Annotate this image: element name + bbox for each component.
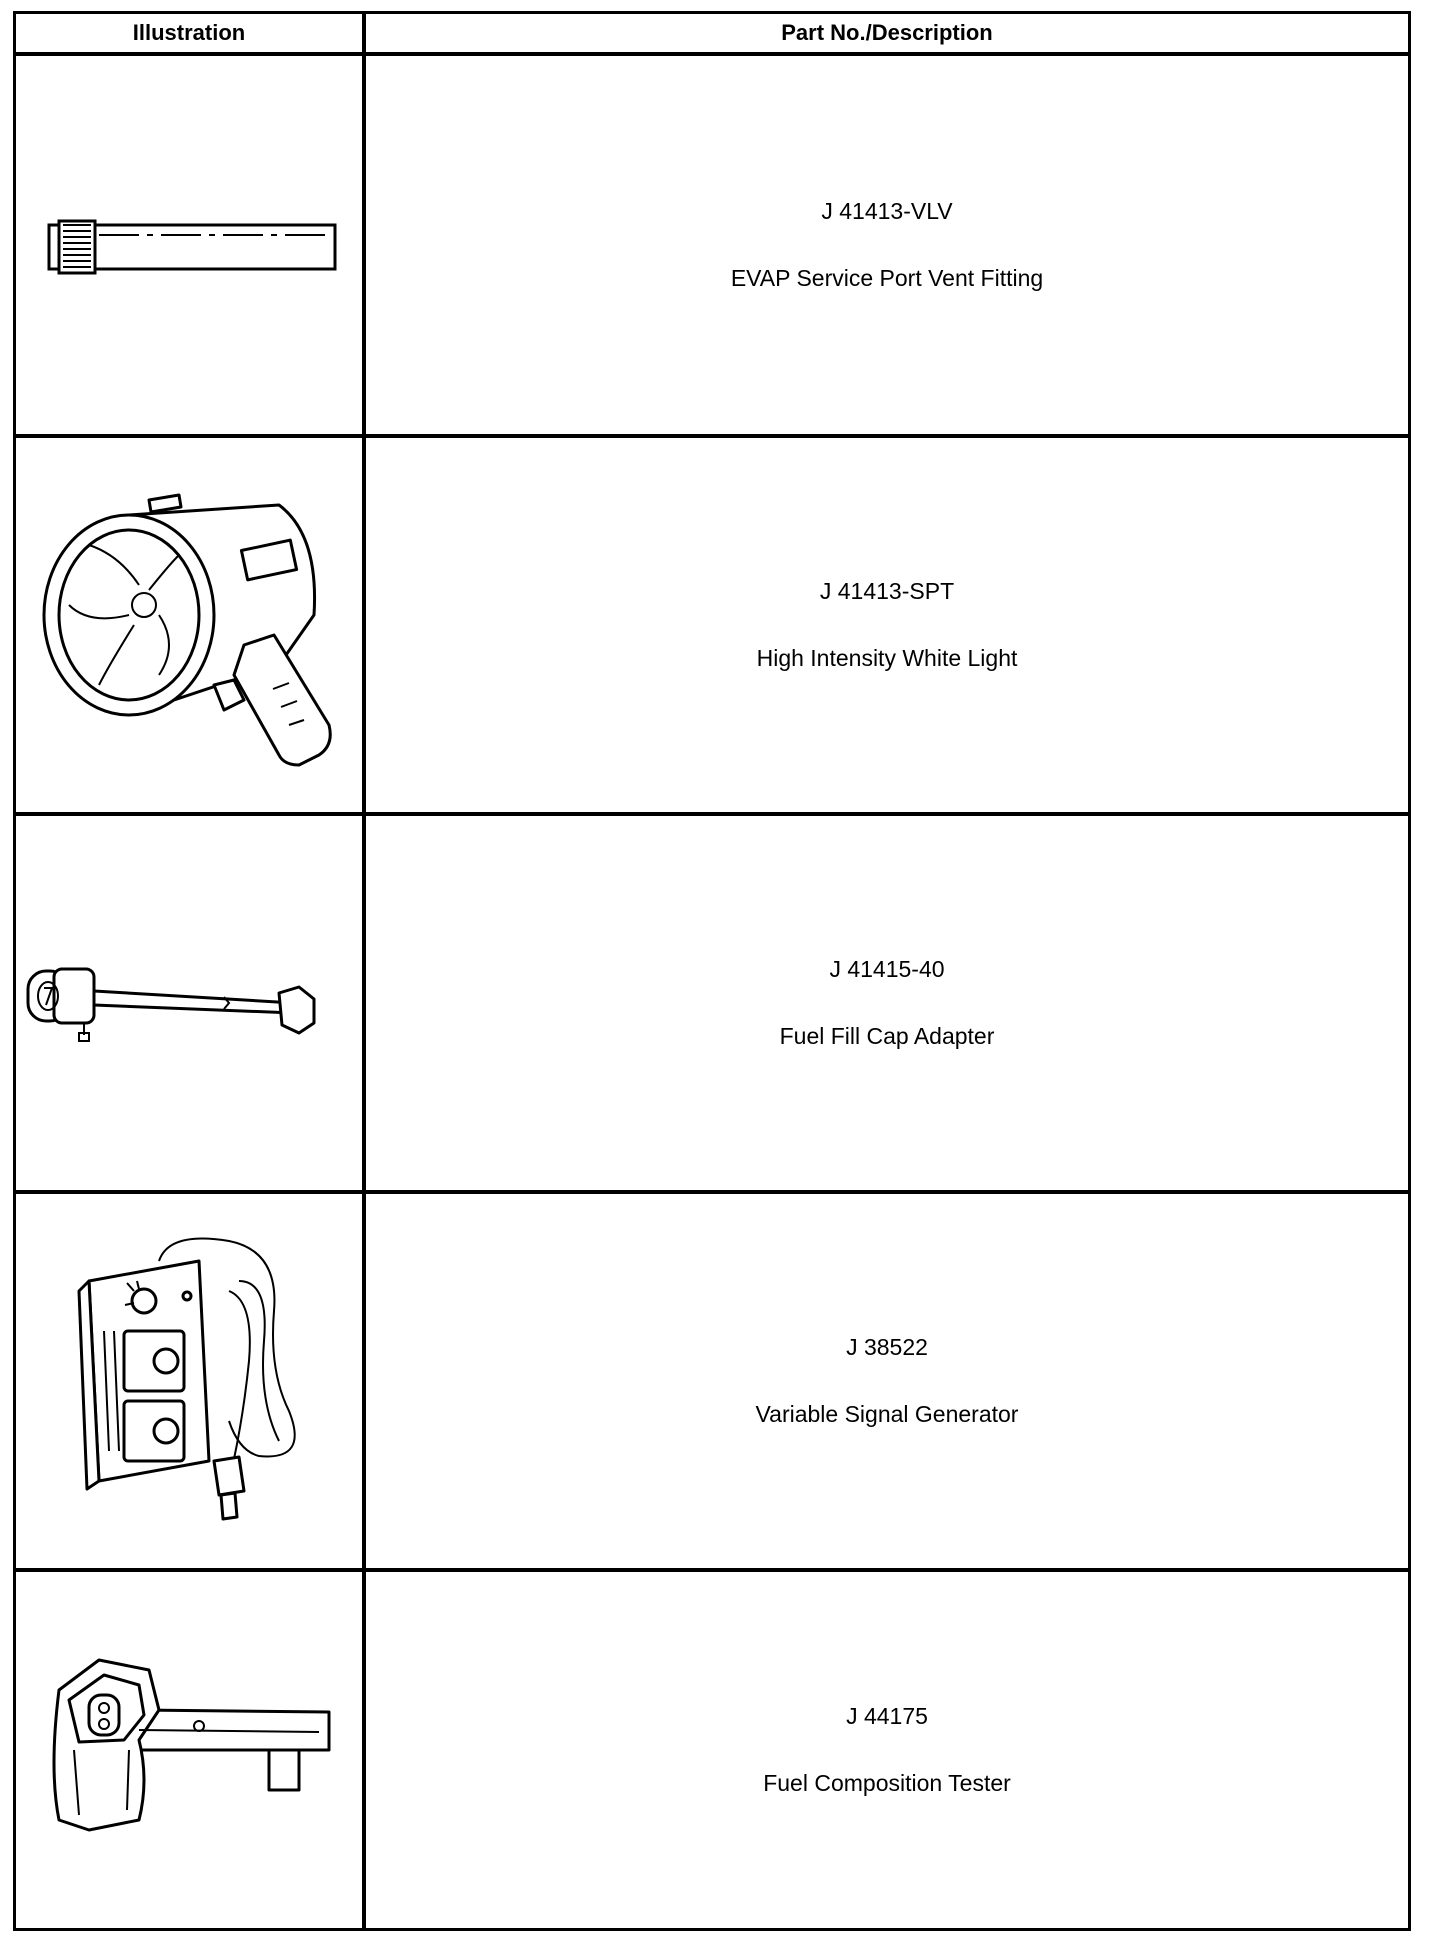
part-number: J 38522: [846, 1334, 928, 1360]
part-description: Variable Signal Generator: [755, 1401, 1019, 1427]
header-illustration: Illustration: [132, 20, 246, 45]
part-number: J 41413-VLV: [821, 198, 953, 224]
signal-generator-icon: [16, 1194, 362, 1568]
table-row: J 41415-40 Fuel Fill Cap Adapter: [16, 816, 1408, 1190]
row-divider: [16, 1568, 1408, 1572]
header-part-description: Part No./Description: [781, 20, 993, 45]
part-description: EVAP Service Port Vent Fitting: [730, 265, 1044, 291]
part-description: Fuel Composition Tester: [763, 1770, 1011, 1796]
part-number: J 44175: [846, 1703, 928, 1729]
composition-tester-icon: [16, 1572, 362, 1928]
row-divider: [16, 812, 1408, 816]
row-divider: [16, 52, 1408, 56]
table-row: J 44175 Fuel Composition Tester: [16, 1572, 1408, 1928]
table-row: J 38522 Variable Signal Generator: [16, 1194, 1408, 1568]
column-divider: [362, 14, 366, 1928]
table-row: J 41413-VLV EVAP Service Port Vent Fitti…: [16, 56, 1408, 434]
cap-adapter-icon: [16, 816, 362, 1190]
row-divider: [16, 434, 1408, 438]
table-row: J 41413-SPT High Intensity White Light: [16, 438, 1408, 812]
row-divider: [16, 1190, 1408, 1194]
vent-fitting-icon: [16, 56, 362, 434]
part-description: Fuel Fill Cap Adapter: [779, 1023, 995, 1049]
part-description: High Intensity White Light: [756, 645, 1018, 671]
part-number: J 41415-40: [829, 956, 945, 982]
part-number: J 41413-SPT: [819, 578, 955, 604]
spotlight-icon: [16, 438, 362, 812]
tools-table: Illustration Part No./Description J 4141…: [13, 11, 1411, 1931]
